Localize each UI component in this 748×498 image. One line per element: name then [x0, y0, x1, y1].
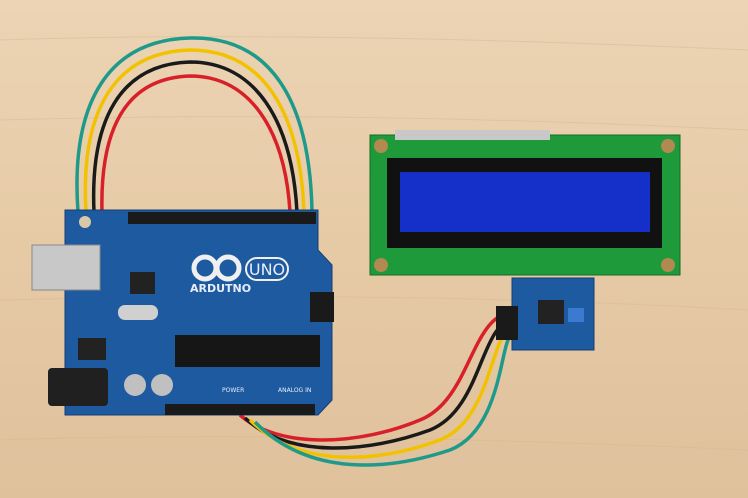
regulator — [78, 338, 106, 360]
digital-header — [128, 212, 316, 224]
icsp-header — [310, 292, 334, 322]
lcd-module — [369, 130, 681, 351]
reset-button — [79, 216, 91, 228]
capacitor — [151, 374, 173, 396]
analog-label: ANALOG IN — [278, 387, 311, 394]
brand-label: ARDUTNO — [190, 282, 251, 295]
arduino-logo — [191, 254, 242, 282]
arduino-board: UNO ARDUTNO POWER ANALOG IN — [31, 209, 334, 416]
i2c-header — [496, 306, 518, 340]
wire-loop-top — [75, 36, 314, 213]
usb-port — [31, 244, 101, 291]
crystal — [118, 305, 158, 320]
usb-chip — [130, 272, 155, 294]
lcd-screen — [400, 172, 650, 232]
contrast-pot — [568, 308, 584, 322]
wire-bundle-bottom — [238, 310, 512, 467]
model-label: UNO — [249, 260, 285, 279]
power-label: POWER — [222, 387, 244, 394]
microcontroller-chip — [175, 335, 320, 367]
capacitor — [124, 374, 146, 396]
power-jack — [48, 368, 108, 406]
i2c-chip — [538, 300, 564, 324]
analog-header — [165, 404, 315, 415]
lcd-pin-header — [395, 130, 550, 140]
